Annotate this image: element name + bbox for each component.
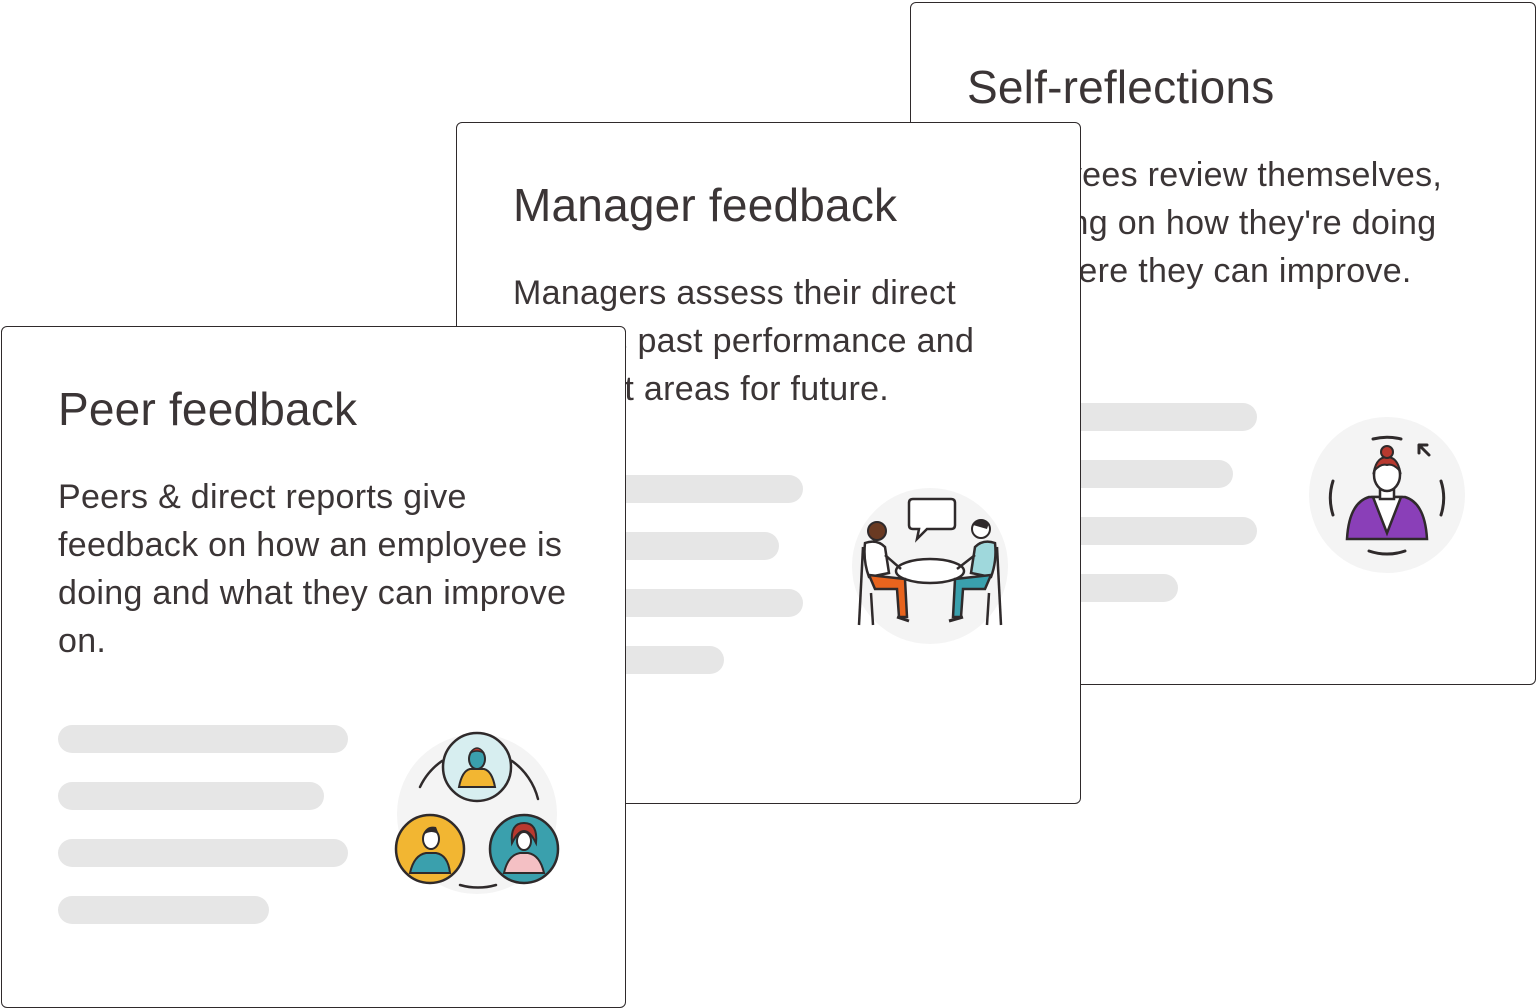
- card-description: Peers & direct reports give feedback on …: [58, 478, 567, 660]
- card-title: Manager feedback: [513, 179, 898, 231]
- placeholder-line: [58, 782, 324, 810]
- peer-feedback-card[interactable]: Peer feedback Peers & direct reports giv…: [1, 326, 626, 1008]
- card-title: Self-reflections: [967, 61, 1275, 113]
- card-title: Peer feedback: [58, 383, 358, 435]
- self-reflection-icon: [1309, 417, 1465, 573]
- placeholder-line: [58, 725, 348, 753]
- peer-group-icon: [394, 731, 560, 894]
- conversation-icon: [852, 488, 1008, 644]
- placeholder-line: [58, 896, 269, 924]
- placeholder-line: [58, 839, 348, 867]
